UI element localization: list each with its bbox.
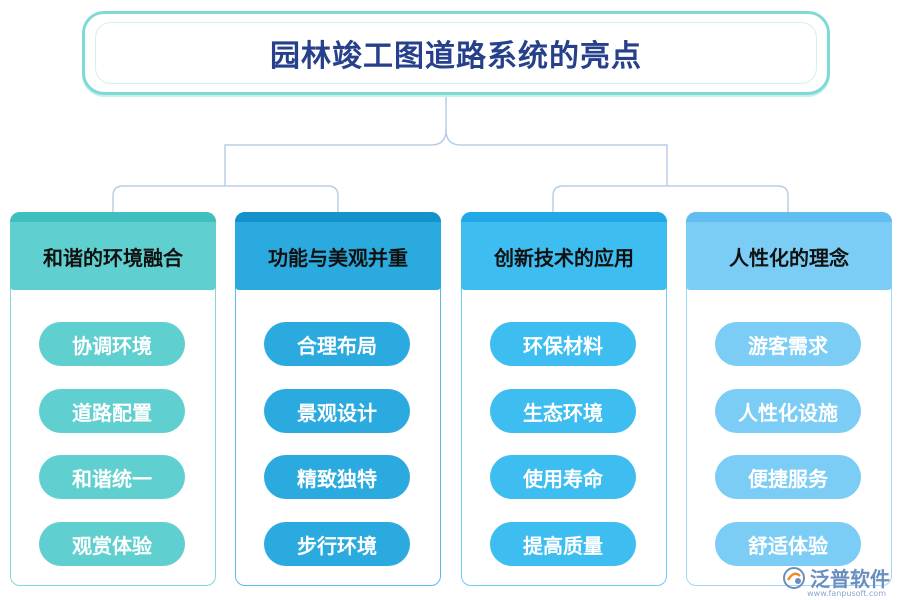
title-box: 园林竣工图道路系统的亮点 <box>82 11 830 95</box>
column-header: 人性化的理念 <box>686 212 892 290</box>
item-pill: 便捷服务 <box>715 455 861 499</box>
column-header: 创新技术的应用 <box>461 212 667 290</box>
column-heading: 创新技术的应用 <box>494 245 634 270</box>
column-heading: 人性化的理念 <box>729 245 849 270</box>
page-title: 园林竣工图道路系统的亮点 <box>270 39 642 74</box>
column-humanized: 人性化的理念 游客需求 人性化设施 便捷服务 舒适体验 <box>686 212 892 586</box>
column-heading: 功能与美观并重 <box>268 245 408 270</box>
watermark-url: www.fanpusoft.com <box>807 589 886 598</box>
item-pill: 协调环境 <box>39 322 185 366</box>
connector-right-pair <box>552 185 789 212</box>
column-header-bar <box>461 212 667 222</box>
watermark: 泛普软件 <box>782 563 890 592</box>
column-innovation: 创新技术的应用 环保材料 生态环境 使用寿命 提高质量 <box>461 212 667 586</box>
connector-title-right <box>445 129 668 186</box>
item-pill: 使用寿命 <box>490 455 636 499</box>
item-pill: 观赏体验 <box>39 522 185 566</box>
item-pill: 游客需求 <box>715 322 861 366</box>
item-pill: 精致独特 <box>264 455 410 499</box>
item-pill: 生态环境 <box>490 389 636 433</box>
item-pill: 道路配置 <box>39 389 185 433</box>
column-header: 功能与美观并重 <box>235 212 441 290</box>
column-header-bar <box>10 212 216 222</box>
item-pill: 和谐统一 <box>39 455 185 499</box>
connector-left-pair <box>112 185 339 212</box>
connector-title <box>224 95 447 186</box>
item-pill: 舒适体验 <box>715 522 861 566</box>
column-heading: 和谐的环境融合 <box>43 245 183 270</box>
column-function-beauty: 功能与美观并重 合理布局 景观设计 精致独特 步行环境 <box>235 212 441 586</box>
brand-logo-icon <box>782 566 806 590</box>
column-harmony: 和谐的环境融合 协调环境 道路配置 和谐统一 观赏体验 <box>10 212 216 586</box>
item-pill: 环保材料 <box>490 322 636 366</box>
item-pill: 景观设计 <box>264 389 410 433</box>
column-header-bar <box>235 212 441 222</box>
item-pill: 步行环境 <box>264 522 410 566</box>
item-pill: 合理布局 <box>264 322 410 366</box>
column-header-bar <box>686 212 892 222</box>
watermark-brand: 泛普软件 <box>810 567 890 591</box>
item-pill: 人性化设施 <box>715 389 861 433</box>
title-inner-frame: 园林竣工图道路系统的亮点 <box>95 22 817 84</box>
column-header: 和谐的环境融合 <box>10 212 216 290</box>
item-pill: 提高质量 <box>490 522 636 566</box>
